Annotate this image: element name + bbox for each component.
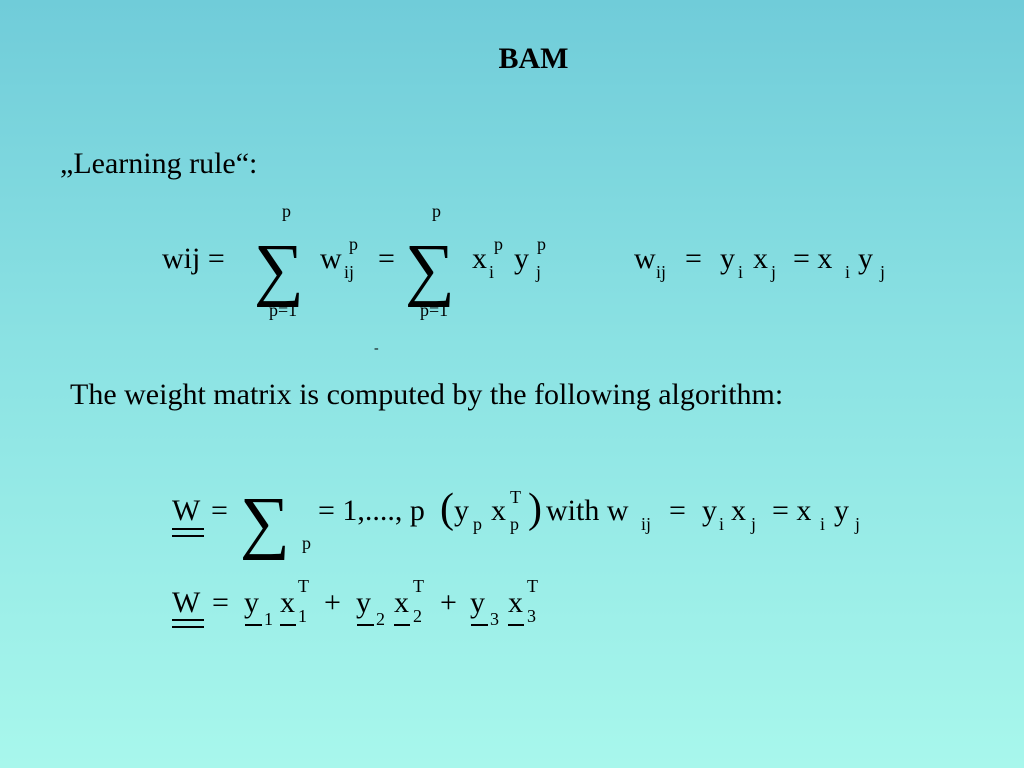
f2-y2-sub: j: [879, 262, 885, 282]
f1-x-sub: i: [489, 262, 494, 282]
f4-y1: y: [244, 586, 259, 619]
f1-x: x: [472, 242, 487, 275]
f1-w-sub: ij: [344, 262, 354, 282]
f4-x2-sup: T: [413, 576, 424, 596]
f2-y: y: [720, 242, 735, 275]
f2-eq2: = x: [793, 242, 832, 275]
stray-mark: -: [374, 341, 379, 356]
f4-plus1: +: [324, 586, 341, 619]
f1-sum1-upper: p: [282, 201, 291, 221]
f4-x3: x: [508, 586, 523, 619]
f3-with: with w: [546, 494, 629, 527]
f1-y-sub: j: [535, 262, 541, 282]
f1-eq2: =: [378, 242, 395, 275]
f1-sum2-lower: p=1: [420, 300, 448, 320]
f4-plus2: +: [440, 586, 457, 619]
f4-y3: y: [470, 586, 485, 619]
f1-x-sup: p: [494, 234, 503, 254]
f2-y2: y: [858, 242, 873, 275]
f3-y3-sub: j: [854, 514, 860, 534]
f4-x2: x: [394, 586, 409, 619]
f2-x: x: [753, 242, 768, 275]
f4-x1-sub: 1: [298, 606, 307, 626]
f3-y3: y: [834, 494, 849, 527]
f4-x1-sup: T: [298, 576, 309, 596]
f1-w: w: [320, 242, 342, 275]
f3-W: W: [172, 494, 201, 527]
f3-y2: y: [702, 494, 717, 527]
f3-x2: x: [731, 494, 746, 527]
f3-eq: =: [211, 494, 228, 527]
f3-range: = 1,...., p: [318, 494, 425, 527]
f4-y2: y: [356, 586, 371, 619]
f2-y-sub: i: [738, 262, 743, 282]
f1-sum1-lower: p=1: [269, 300, 297, 320]
f2-x-sub: j: [770, 262, 776, 282]
algorithm-description: The weight matrix is computed by the fol…: [70, 378, 784, 411]
weight-matrix-expanded-formula: W = y 1 x T 1 + y 2 x T 2 + y 3 x T 3: [172, 576, 538, 629]
hebbian-formula: w ij = y i x j = x i y j: [634, 242, 885, 282]
learning-rule-formula: wij = p ∑ p=1 w p ij = p ∑ p=1 x p i y p…: [162, 201, 546, 320]
f2-x2-sub: i: [845, 262, 850, 282]
summation-icon: ∑: [254, 231, 304, 308]
weight-matrix-sum-formula: W = ∑ p = 1,...., p ( y p x T p ) with w…: [172, 484, 860, 561]
f3-x: x: [491, 494, 506, 527]
f3-y2-sub: i: [719, 514, 724, 534]
f4-y2-sub: 2: [376, 609, 385, 629]
f3-w-sub: ij: [641, 514, 651, 534]
f4-x3-sub: 3: [527, 606, 536, 626]
f3-x-sub: p: [510, 514, 519, 534]
f3-y-sub: p: [473, 514, 482, 534]
f1-lhs: wij =: [162, 242, 225, 275]
close-paren-icon: ): [528, 486, 542, 532]
f4-W: W: [172, 586, 201, 619]
slide-title: BAM: [498, 42, 569, 75]
f3-x2-sub: j: [750, 514, 756, 534]
f2-w: w: [634, 242, 656, 275]
f3-sigma-sub: p: [302, 533, 311, 553]
f4-x2-sub: 2: [413, 606, 422, 626]
f1-y: y: [514, 242, 529, 275]
summation-icon: ∑: [240, 484, 290, 561]
learning-rule-label: „Learning rule“:: [60, 147, 258, 180]
f3-x3-sub: i: [820, 514, 825, 534]
f3-eq3: = x: [772, 494, 811, 527]
f2-w-sub: ij: [656, 262, 666, 282]
f4-eq: =: [212, 586, 229, 619]
f1-w-sup: p: [349, 234, 358, 254]
f1-y-sup: p: [537, 234, 546, 254]
f3-x-sup: T: [510, 487, 521, 507]
f3-eq2: =: [669, 494, 686, 527]
f2-eq1: =: [685, 242, 702, 275]
f4-y3-sub: 3: [490, 609, 499, 629]
f4-y1-sub: 1: [264, 609, 273, 629]
summation-icon: ∑: [405, 231, 455, 308]
open-paren-icon: (: [440, 486, 454, 532]
f1-sum2-upper: p: [432, 201, 441, 221]
f3-y: y: [454, 494, 469, 527]
f4-x1: x: [280, 586, 295, 619]
f4-x3-sup: T: [527, 576, 538, 596]
